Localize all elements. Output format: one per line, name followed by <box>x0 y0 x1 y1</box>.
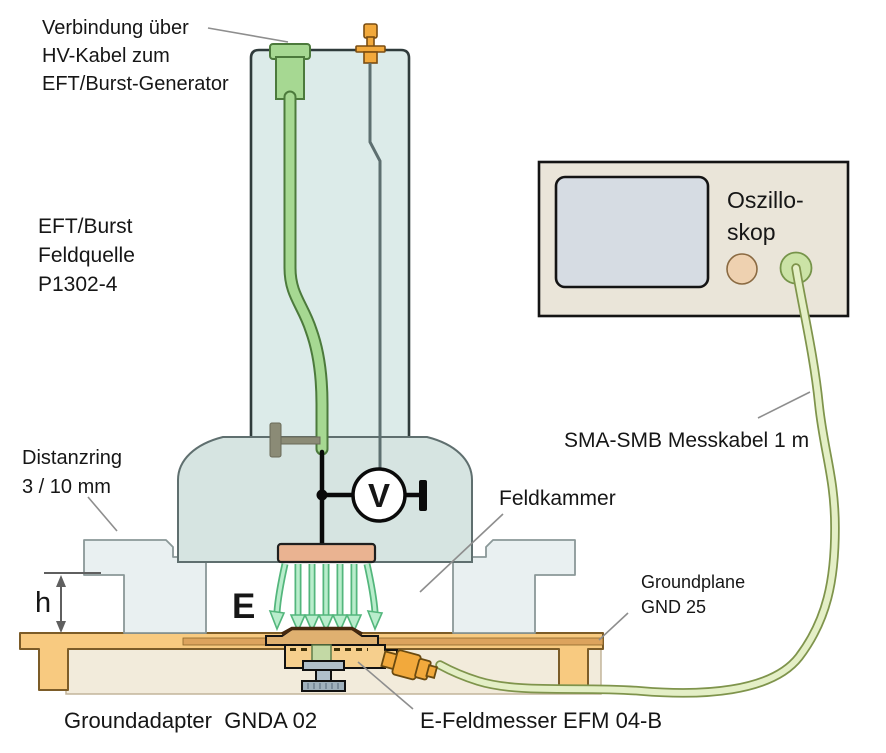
oscilloscope-screen <box>554 175 710 289</box>
ground-adapter-label: Groundadapter GNDA 02 <box>64 708 317 733</box>
oscilloscope-knob[interactable] <box>726 253 758 285</box>
voltmeter-icon <box>351 467 407 523</box>
height-dimension <box>44 572 101 633</box>
e-field-arrows <box>268 563 384 633</box>
e-field-meter <box>265 626 398 692</box>
groundplane-gnd25 <box>19 632 604 693</box>
field-source-cylinder <box>249 48 411 442</box>
leader-field-chamber <box>419 513 504 593</box>
hv-cable-internal <box>283 90 329 456</box>
leader-spacer-ring <box>87 496 118 532</box>
leader-cable <box>757 391 811 419</box>
field-meter-label: E-Feldmesser EFM 04-B <box>420 708 662 733</box>
spacer-ring-right <box>452 539 576 634</box>
voltmeter-circuit: V <box>316 449 427 549</box>
arrow-down-icon <box>56 621 66 633</box>
hv-connection-label: Verbindung über HV-Kabel zum EFT/Burst-G… <box>42 17 229 95</box>
leader-hv-connection <box>207 27 289 43</box>
smb-top-connector <box>355 23 386 64</box>
height-symbol: h <box>35 587 51 619</box>
smb-side-connector <box>380 649 439 681</box>
sense-wire-internal <box>368 63 382 469</box>
terminal-bar <box>419 480 427 511</box>
spacer-ring-label: Distanzring 3 / 10 mm <box>22 447 128 498</box>
arrow-up-icon <box>56 575 66 587</box>
field-electrode-plate <box>276 542 377 564</box>
sensor-plate <box>265 628 379 646</box>
groundplane-recess-strip <box>182 637 604 646</box>
field-chamber-label: Feldkammer <box>499 487 616 510</box>
trimmer-element <box>269 422 321 458</box>
groundplane-label: Groundplane GND 25 <box>641 572 750 617</box>
sma-smb-cable <box>435 263 840 698</box>
sensor-plate-top-edge <box>281 626 363 636</box>
straight-arrows <box>289 564 363 633</box>
leader-field-meter <box>357 661 414 710</box>
voltmeter-symbol: V <box>368 477 390 514</box>
leader-groundplane <box>598 612 629 641</box>
junction-dot <box>316 489 328 501</box>
e-field-symbol: E <box>232 587 255 626</box>
oscilloscope-label-line2: skop <box>727 219 776 245</box>
oscilloscope-label-line1: Oszillo- <box>727 187 804 213</box>
field-source-label: EFT/Burst Feldquelle P1302-4 <box>38 215 141 296</box>
leader-lines <box>87 27 811 710</box>
mounting-screw <box>301 660 346 692</box>
cable-label: SMA-SMB Messkabel 1 m <box>564 429 809 452</box>
spacer-ring-left <box>83 539 207 634</box>
